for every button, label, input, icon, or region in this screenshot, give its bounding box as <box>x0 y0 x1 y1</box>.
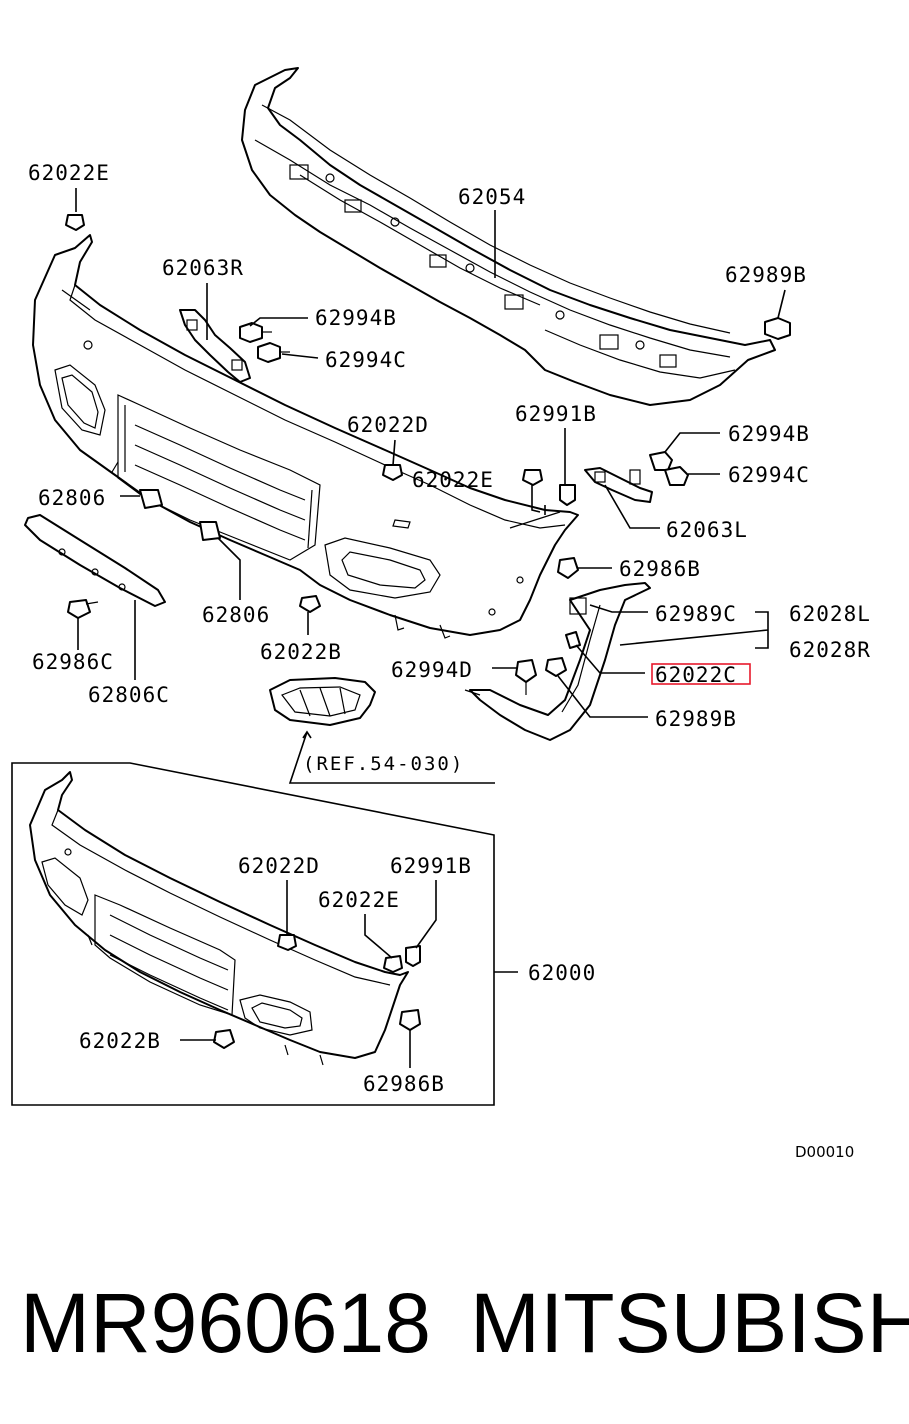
fog-lamp[interactable] <box>269 677 376 726</box>
footer-part-number: MR960618 <box>20 1276 431 1370</box>
label-62028R[interactable]: 62028R <box>789 638 871 662</box>
lower-molding-62806C[interactable] <box>24 514 166 607</box>
label-62986B-top[interactable]: 62986B <box>619 557 701 581</box>
side-extension[interactable] <box>464 582 651 741</box>
fasteners[interactable] <box>65 214 791 695</box>
highlight-box-62022C <box>651 663 751 685</box>
label-62986C[interactable]: 62986C <box>32 650 114 674</box>
label-62022B-top[interactable]: 62022B <box>260 640 342 664</box>
label-62806-center[interactable]: 62806 <box>202 603 270 627</box>
label-62986B-inset[interactable]: 62986B <box>363 1072 445 1096</box>
leader-lines <box>75 188 786 784</box>
assembly-inset-frame <box>11 762 495 1106</box>
label-62063R[interactable]: 62063R <box>162 256 244 280</box>
label-62028L[interactable]: 62028L <box>789 602 871 626</box>
label-62991B-inset[interactable]: 62991B <box>390 854 472 878</box>
label-62806-left[interactable]: 62806 <box>38 486 106 510</box>
bracket-62063L[interactable] <box>584 467 653 503</box>
label-62000[interactable]: 62000 <box>528 961 596 985</box>
label-62989B-lower[interactable]: 62989B <box>655 707 737 731</box>
label-62022B-inset[interactable]: 62022B <box>79 1029 161 1053</box>
bumper-assembly-62000[interactable] <box>29 771 421 1066</box>
diagram-code: D00010 <box>795 1143 854 1161</box>
label-62022E-inset[interactable]: 62022E <box>318 888 400 912</box>
label-62022C[interactable]: 62022C <box>655 663 737 687</box>
label-62022E-mid[interactable]: 62022E <box>412 468 494 492</box>
label-62022E-top[interactable]: 62022E <box>28 161 110 185</box>
label-62063L[interactable]: 62063L <box>666 518 748 542</box>
label-62989B-top[interactable]: 62989B <box>725 263 807 287</box>
label-62054[interactable]: 62054 <box>458 185 526 209</box>
footer-caption: MR960618 MITSUBISHI <box>0 1268 909 1378</box>
label-62994C-right[interactable]: 62994C <box>728 463 810 487</box>
label-62994B-right[interactable]: 62994B <box>728 422 810 446</box>
inset-leader-lines <box>180 880 518 1068</box>
label-62989C[interactable]: 62989C <box>655 602 737 626</box>
part-labels: 62022E 62054 62063R 62989B 62994B 62994C… <box>28 161 871 1161</box>
label-62806C[interactable]: 62806C <box>88 683 170 707</box>
label-62022D-top[interactable]: 62022D <box>347 413 429 437</box>
label-62022D-inset[interactable]: 62022D <box>238 854 320 878</box>
bracket-62063R[interactable] <box>179 309 251 383</box>
label-62991B-top[interactable]: 62991B <box>515 402 597 426</box>
label-ref-54-030[interactable]: (REF.54-030) <box>303 753 464 775</box>
label-62994B-left[interactable]: 62994B <box>315 306 397 330</box>
footer-brand: MITSUBISHI <box>470 1276 909 1370</box>
label-62994C-left[interactable]: 62994C <box>325 348 407 372</box>
label-62994D[interactable]: 62994D <box>391 658 473 682</box>
bumper-reinforcement[interactable] <box>241 67 776 406</box>
